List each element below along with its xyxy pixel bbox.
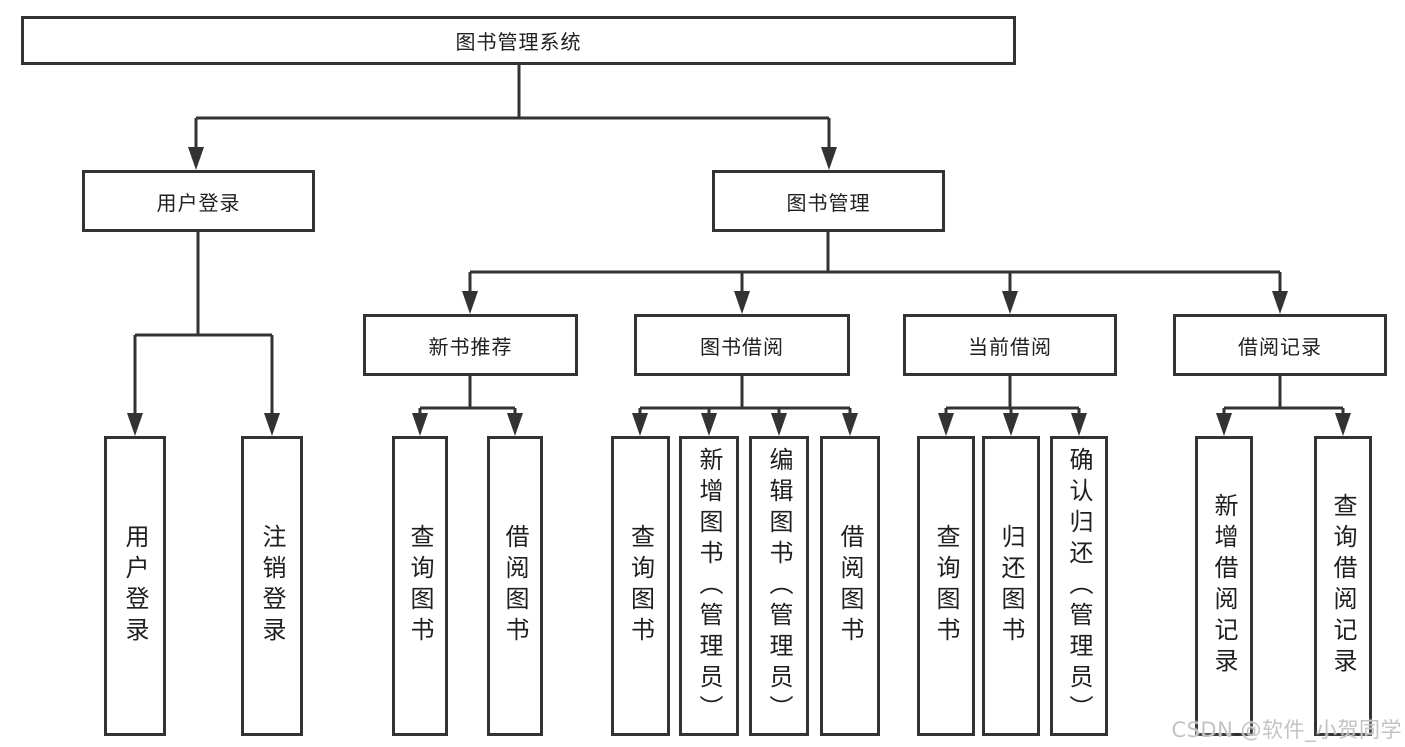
leaf-logout: 注销登录 xyxy=(241,436,303,736)
leaf-add-books-admin: 新增图书（管理员） xyxy=(679,436,739,736)
arrow-down-icon xyxy=(1335,413,1351,436)
leaf-query-books-3: 查询图书 xyxy=(917,436,975,736)
node-new-book-recommend: 新书推荐 xyxy=(363,314,578,376)
node-label: 查询图书 xyxy=(932,524,960,648)
node-label: 查询图书 xyxy=(406,524,434,648)
node-label: 编辑图书（管理员） xyxy=(765,446,793,726)
node-label: 图书管理系统 xyxy=(455,30,582,54)
arrow-down-icon xyxy=(264,413,280,436)
arrow-down-icon xyxy=(938,413,954,436)
leaf-user-login: 用户登录 xyxy=(104,436,166,736)
arrow-down-icon xyxy=(1002,291,1018,314)
arrow-down-icon xyxy=(701,413,717,436)
arrow-down-icon xyxy=(1272,291,1288,314)
node-borrow-records: 借阅记录 xyxy=(1173,314,1387,376)
node-label: 用户登录 xyxy=(121,524,149,648)
leaf-query-books-1: 查询图书 xyxy=(392,436,448,736)
leaf-return-books: 归还图书 xyxy=(982,436,1040,736)
leaf-confirm-return-admin: 确认归还（管理员） xyxy=(1050,436,1108,736)
node-label: 借阅记录 xyxy=(1238,334,1322,359)
node-book-management: 图书管理 xyxy=(712,170,945,232)
node-label: 当前借阅 xyxy=(968,334,1052,359)
node-label: 归还图书 xyxy=(997,524,1025,648)
leaf-query-borrow-record: 查询借阅记录 xyxy=(1314,436,1372,736)
arrow-down-icon xyxy=(632,413,648,436)
node-book-borrowing: 图书借阅 xyxy=(634,314,850,376)
arrow-down-icon xyxy=(734,291,750,314)
arrow-down-icon xyxy=(1216,413,1232,436)
arrow-down-icon xyxy=(412,413,428,436)
node-label: 新书推荐 xyxy=(428,334,513,359)
node-label: 用户登录 xyxy=(156,190,241,215)
leaf-edit-books-admin: 编辑图书（管理员） xyxy=(749,436,809,736)
node-label: 新增图书（管理员） xyxy=(695,446,723,726)
node-label: 查询借阅记录 xyxy=(1329,493,1357,679)
node-label: 注销登录 xyxy=(258,524,286,648)
arrowhead-icons xyxy=(127,147,1351,436)
csdn-watermark: CSDN @软件_小贺同学 xyxy=(1171,718,1402,742)
leaf-add-borrow-record: 新增借阅记录 xyxy=(1195,436,1253,736)
arrow-down-icon xyxy=(507,413,523,436)
arrow-down-icon xyxy=(1003,413,1019,436)
node-label: 图书管理 xyxy=(786,190,871,215)
node-label: 借阅图书 xyxy=(836,524,864,648)
node-label: 图书借阅 xyxy=(700,334,784,359)
node-label: 查询图书 xyxy=(626,524,655,648)
node-label: 借阅图书 xyxy=(501,524,529,648)
node-root: 图书管理系统 xyxy=(21,16,1016,65)
node-user-login: 用户登录 xyxy=(82,170,315,232)
arrow-down-icon xyxy=(462,291,478,314)
arrow-down-icon xyxy=(821,147,837,170)
node-current-borrowing: 当前借阅 xyxy=(903,314,1117,376)
node-label: 确认归还（管理员） xyxy=(1065,446,1093,726)
arrow-down-icon xyxy=(771,413,787,436)
leaf-query-books-2: 查询图书 xyxy=(611,436,670,736)
node-label: 新增借阅记录 xyxy=(1210,493,1238,679)
arrow-down-icon xyxy=(127,413,143,436)
arrow-down-icon xyxy=(188,147,204,170)
arrow-down-icon xyxy=(842,413,858,436)
arrow-down-icon xyxy=(1071,413,1087,436)
leaf-borrow-books-2: 借阅图书 xyxy=(820,436,880,736)
leaf-borrow-books-1: 借阅图书 xyxy=(487,436,543,736)
